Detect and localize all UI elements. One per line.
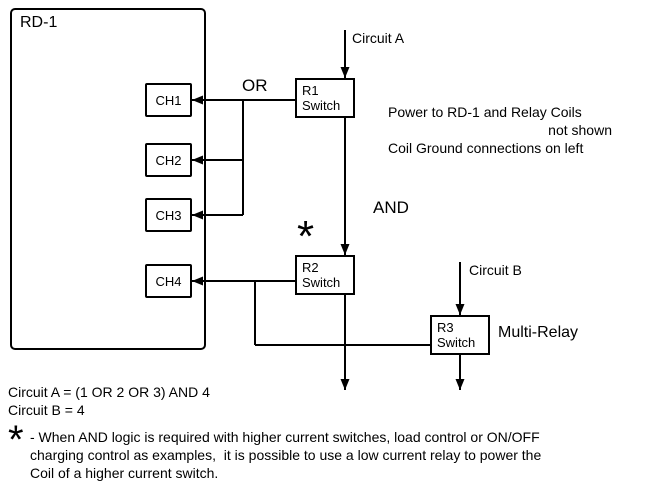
footer-note-line1: - When AND logic is required with higher…	[30, 429, 540, 445]
relay-r3-name: R3	[437, 320, 454, 335]
or-logic-label: OR	[242, 76, 268, 95]
channel-box-ch2: CH2	[145, 143, 192, 177]
channel-label-ch3: CH3	[155, 207, 182, 223]
relay-box-r3: R3 Switch	[430, 315, 490, 355]
relay-r2-name: R2	[302, 260, 319, 275]
relay-r1-name: R1	[302, 83, 319, 98]
footer-asterisk-marker: *	[8, 418, 24, 462]
relay-r3-type: Switch	[437, 335, 476, 350]
relay-box-r1: R1 Switch	[295, 78, 355, 118]
circuit-b-equation: Circuit B = 4	[8, 402, 85, 418]
channel-box-ch4: CH4	[145, 264, 192, 298]
relay-r1-type: Switch	[302, 98, 341, 113]
and-logic-label: AND	[373, 198, 409, 217]
channel-box-ch1: CH1	[145, 83, 192, 117]
circuit-b-label: Circuit B	[469, 262, 522, 278]
power-note: Power to RD-1 and Relay Coils not shown …	[388, 103, 620, 157]
rd1-label: RD-1	[20, 14, 58, 31]
multi-relay-label: Multi-Relay	[498, 324, 579, 341]
footer-note: - When AND logic is required with higher…	[30, 428, 650, 482]
power-note-line1: Power to RD-1 and Relay Coils	[388, 104, 582, 120]
circuit-a-equation: Circuit A = (1 OR 2 OR 3) AND 4	[8, 384, 210, 400]
footer-note-line3: Coil of a higher current switch.	[30, 465, 219, 481]
channel-label-ch2: CH2	[155, 152, 182, 168]
channel-box-ch3: CH3	[145, 198, 192, 232]
relay-r2-type: Switch	[302, 275, 341, 290]
rd1-module-box: RD-1	[10, 8, 206, 350]
power-note-line3: Coil Ground connections on left	[388, 140, 584, 156]
relay-box-r2: R2 Switch	[295, 255, 355, 295]
channel-label-ch1: CH1	[155, 92, 182, 108]
channel-label-ch4: CH4	[155, 273, 182, 289]
circuit-a-label: Circuit A	[352, 30, 405, 46]
asterisk-marker-r2: *	[297, 212, 315, 261]
footer-note-line2: charging control as examples, it is poss…	[30, 447, 542, 463]
power-note-line2: not shown	[548, 122, 612, 138]
